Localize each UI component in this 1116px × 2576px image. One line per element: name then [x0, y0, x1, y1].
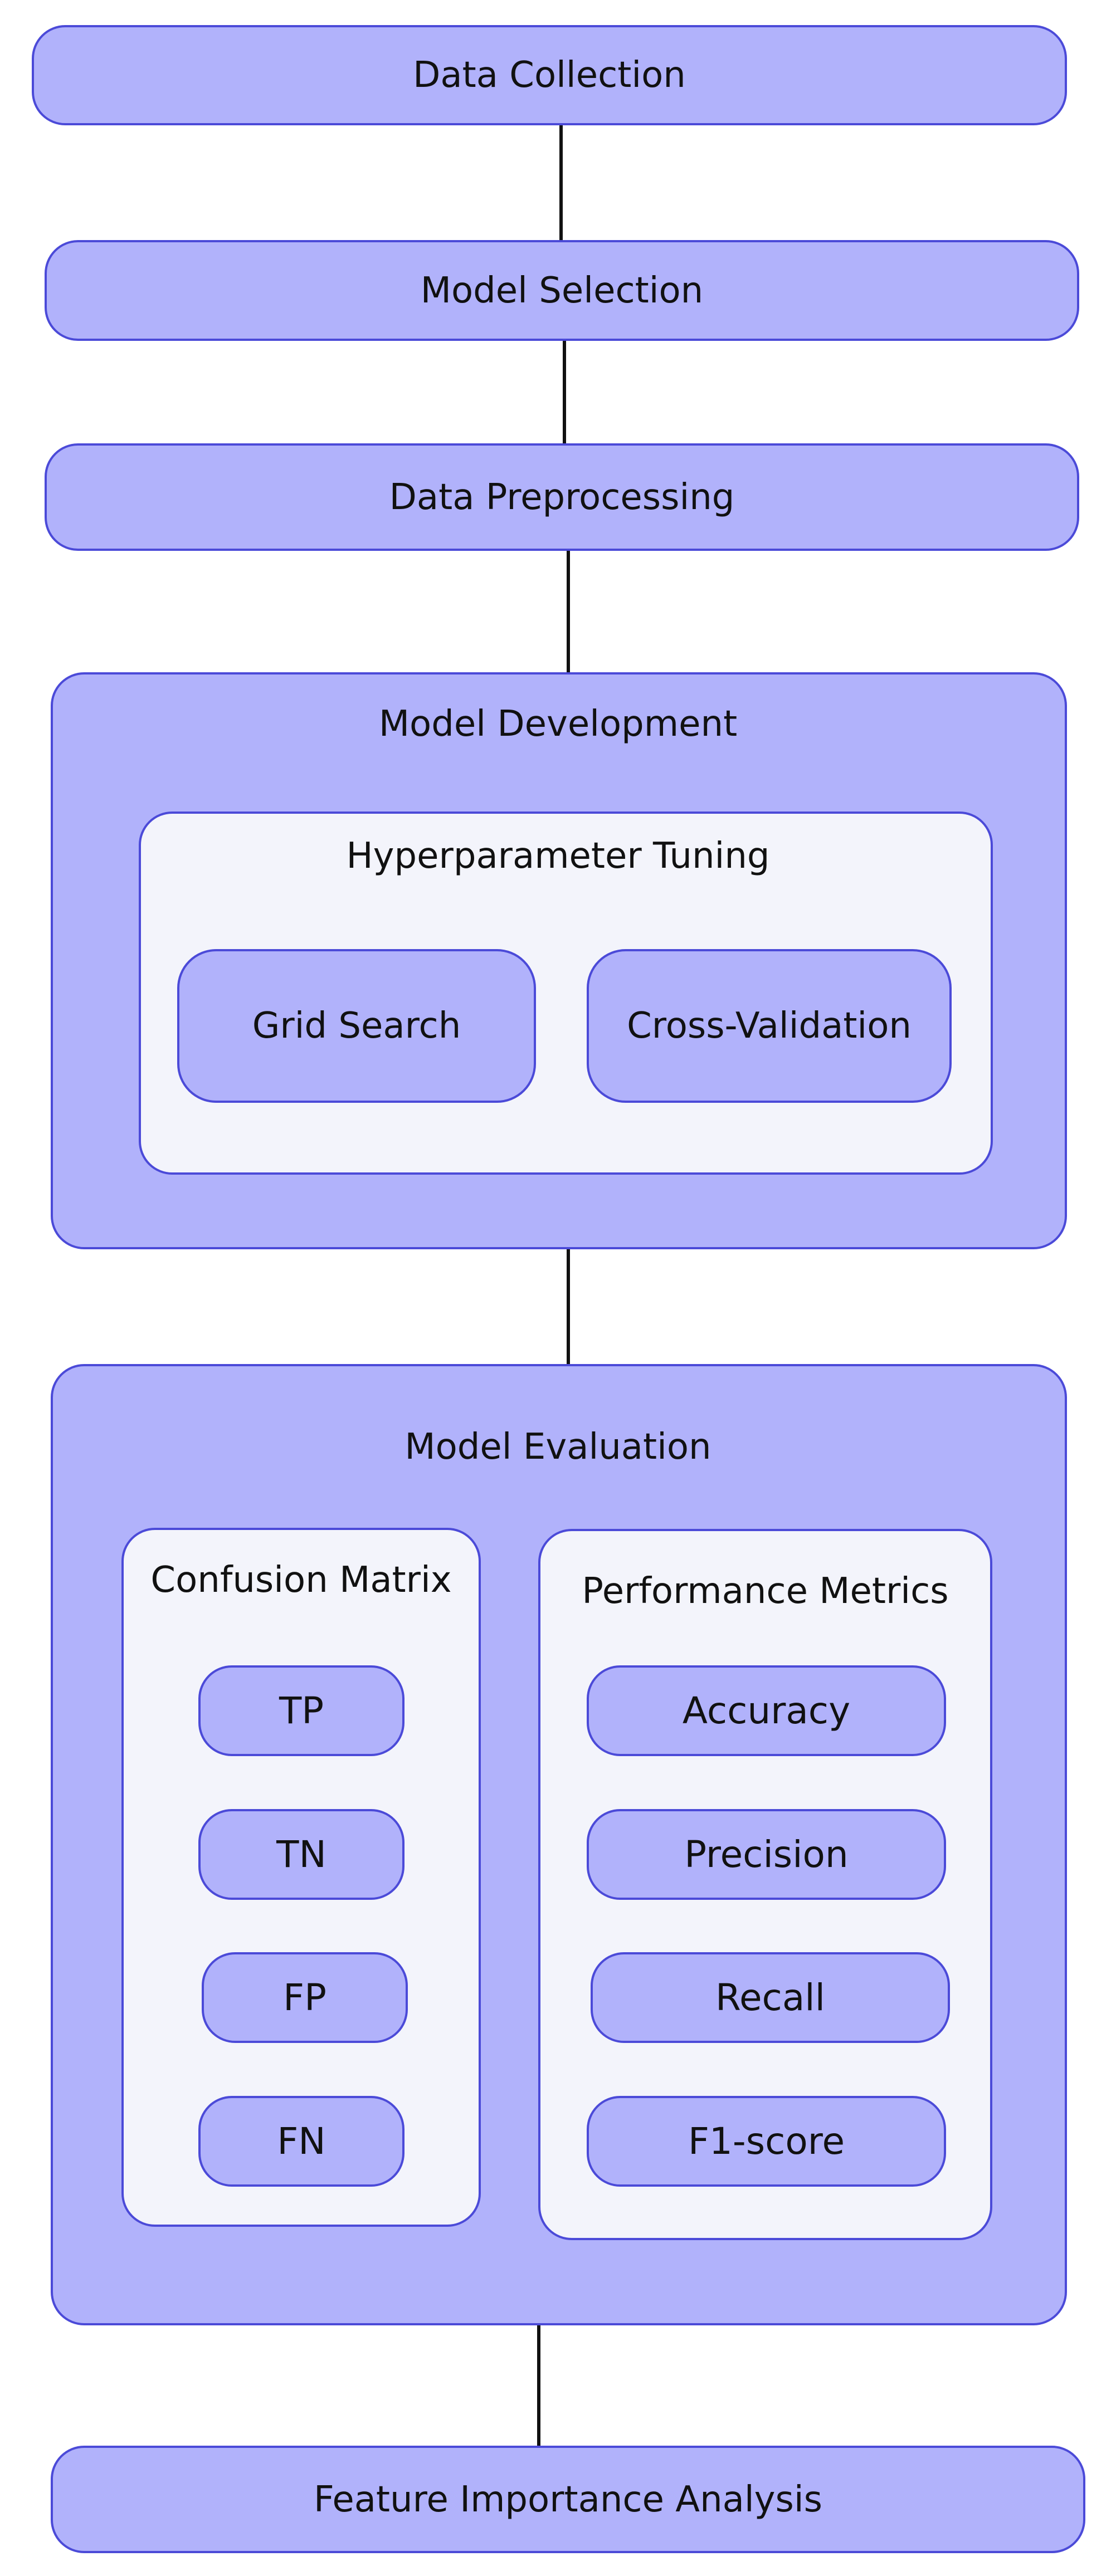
node-fp: FP	[202, 1952, 408, 2043]
node-grid-search: Grid Search	[177, 949, 536, 1103]
node-tp-label: TP	[279, 1689, 324, 1732]
node-model-selection: Model Selection	[45, 240, 1079, 341]
node-fp-label: FP	[283, 1976, 326, 2019]
connector-development-to-evaluation	[567, 1249, 570, 1364]
node-f1-score-label: F1-score	[688, 2119, 845, 2163]
node-data-collection: Data Collection	[32, 25, 1067, 125]
node-data-preprocessing: Data Preprocessing	[45, 443, 1079, 551]
node-feature-importance-analysis: Feature Importance Analysis	[51, 2446, 1085, 2553]
connector-preprocessing-to-development	[567, 551, 570, 672]
group-model-evaluation-title: Model Evaluation	[405, 1426, 711, 1468]
node-fn: FN	[198, 2096, 405, 2187]
node-fn-label: FN	[277, 2119, 326, 2163]
node-data-collection-label: Data Collection	[413, 55, 686, 96]
node-precision-label: Precision	[684, 1832, 849, 1876]
node-data-preprocessing-label: Data Preprocessing	[389, 476, 735, 518]
node-cross-validation-label: Cross-Validation	[627, 1005, 912, 1047]
node-recall-label: Recall	[715, 1976, 825, 2019]
connector-evaluation-to-feature-importance	[537, 2325, 540, 2446]
node-model-selection-label: Model Selection	[420, 270, 704, 311]
connector-selection-to-preprocessing	[563, 341, 566, 443]
node-f1-score: F1-score	[587, 2096, 946, 2187]
node-accuracy: Accuracy	[587, 1665, 946, 1756]
connector-collection-to-selection	[559, 125, 563, 240]
group-confusion-matrix-title: Confusion Matrix	[150, 1560, 452, 1601]
group-hyperparameter-tuning-title: Hyperparameter Tuning	[346, 835, 770, 877]
node-tn: TN	[198, 1809, 405, 1900]
node-precision: Precision	[587, 1809, 946, 1900]
group-performance-metrics-title: Performance Metrics	[582, 1571, 949, 1612]
node-accuracy-label: Accuracy	[682, 1689, 851, 1732]
node-tn-label: TN	[276, 1832, 326, 1876]
node-feature-importance-analysis-label: Feature Importance Analysis	[314, 2479, 822, 2520]
node-cross-validation: Cross-Validation	[587, 949, 952, 1103]
node-tp: TP	[198, 1665, 405, 1756]
node-recall: Recall	[591, 1952, 950, 2043]
node-grid-search-label: Grid Search	[252, 1005, 461, 1047]
group-model-development-title: Model Development	[378, 703, 738, 745]
